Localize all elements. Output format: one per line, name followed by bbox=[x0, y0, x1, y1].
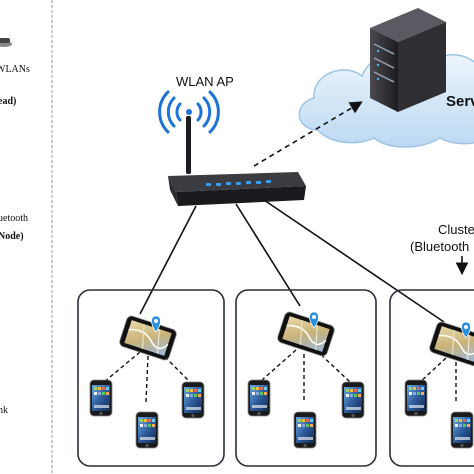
smartphone-icon bbox=[293, 411, 317, 449]
ap-link-cluster-3 bbox=[263, 199, 445, 323]
cluster-label-line1: Cluste bbox=[438, 222, 474, 237]
smartphone-icon bbox=[135, 411, 159, 449]
cluster-box-2 bbox=[235, 289, 377, 467]
ap-link-cluster-1 bbox=[139, 205, 197, 315]
legend-bluetooth-text: uetooth bbox=[0, 213, 28, 224]
cluster-2 bbox=[247, 309, 365, 449]
legend-wlans-text: WLANs bbox=[0, 64, 30, 75]
cluster-head-phone-1 bbox=[117, 313, 179, 363]
cluster-head-phone-2 bbox=[275, 309, 337, 359]
cluster-3 bbox=[404, 319, 474, 449]
smartphone-icon bbox=[450, 411, 474, 449]
legend-head-text: ead) bbox=[0, 96, 16, 107]
legend-link-icon bbox=[0, 38, 12, 47]
smartphone-icon bbox=[404, 379, 428, 417]
legend-panel: WLANs ead) uetooth Node) nk bbox=[0, 0, 53, 474]
smartphone-icon bbox=[247, 379, 271, 417]
server-label: Serv bbox=[446, 93, 474, 110]
wlan-ap-label: WLAN AP bbox=[176, 74, 234, 89]
ap-to-server-link bbox=[253, 101, 363, 167]
legend-link-text: nk bbox=[0, 405, 8, 416]
ap-links bbox=[139, 199, 445, 323]
smartphone-icon bbox=[341, 381, 365, 419]
cluster-head-phone-3 bbox=[427, 319, 474, 369]
cluster-box-3 bbox=[389, 289, 474, 467]
cluster-1 bbox=[89, 313, 205, 449]
cluster-box-1 bbox=[77, 289, 225, 467]
cluster-label-line2: (Bluetooth bbox=[410, 239, 469, 254]
router-icon bbox=[168, 116, 306, 206]
legend-node-text: Node) bbox=[0, 231, 24, 242]
smartphone-icon bbox=[181, 381, 205, 419]
smartphone-icon bbox=[89, 379, 113, 417]
server-icon bbox=[370, 8, 446, 112]
wifi-signal-icon bbox=[158, 90, 220, 134]
ap-link-cluster-2 bbox=[235, 203, 301, 307]
